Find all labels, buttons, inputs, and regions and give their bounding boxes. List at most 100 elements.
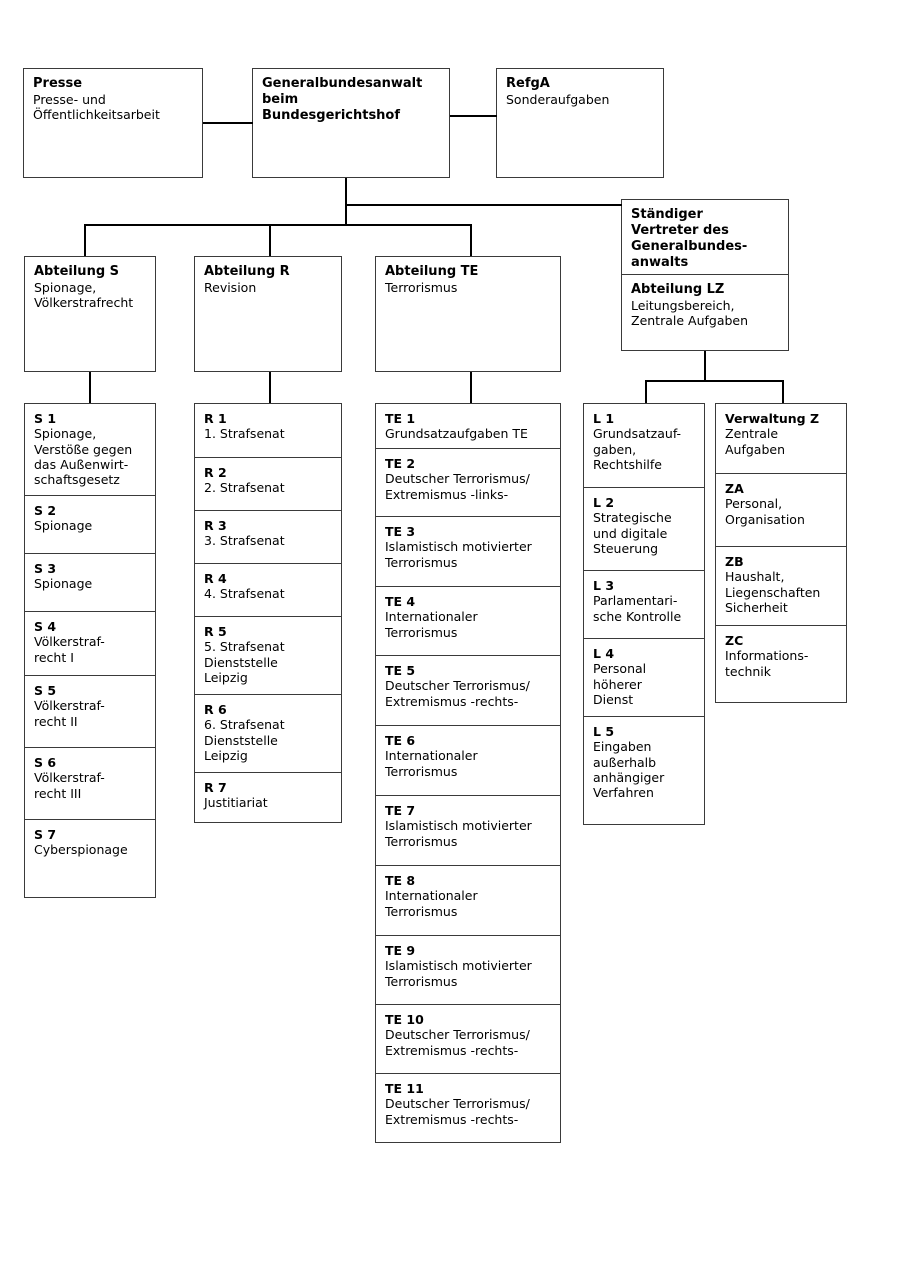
connector-drop-l-column — [645, 380, 647, 403]
node-abteilung-lz-code: Abteilung LZ — [631, 282, 725, 297]
node-abteilung-s[interactable]: Abteilung S Spionage, Völkerstrafrecht — [24, 256, 156, 372]
node-te-5-code: TE 5 — [385, 663, 416, 678]
node-z-3-code: ZB — [725, 554, 744, 569]
node-te-7-desc: Islamistisch motivierter Terrorismus — [385, 818, 532, 849]
node-r-7-code: R 7 — [204, 780, 227, 795]
node-te-1-code: TE 1 — [385, 411, 416, 426]
connector-drop-abteilung-te — [470, 224, 472, 256]
node-z-4-code: ZC — [725, 633, 744, 648]
node-s-1-code: S 1 — [34, 411, 57, 426]
node-te-1-desc: Grundsatzaufgaben TE — [385, 426, 528, 442]
node-s-4-desc: Völkerstraf- recht I — [34, 634, 105, 665]
node-r-6-desc: 6. Strafsenat Dienststelle Leipzig — [204, 717, 285, 763]
node-r-2-code: R 2 — [204, 465, 227, 480]
node-abteilung-r[interactable]: Abteilung R Revision — [194, 256, 342, 372]
node-te-2-desc: Deutscher Terrorismus/ Extremismus -link… — [385, 471, 530, 502]
node-l-1-code: L 1 — [593, 411, 615, 426]
node-generalbundesanwalt[interactable]: Generalbundesanwalt beim Bundesgerichtsh… — [252, 68, 450, 178]
node-refga-code: RefgA — [506, 76, 550, 91]
node-presse-code: Presse — [33, 76, 83, 91]
node-r-2-desc: 2. Strafsenat — [204, 480, 285, 496]
node-abteilung-te[interactable]: Abteilung TE Terrorismus — [375, 256, 561, 372]
node-l-5-code: L 5 — [593, 724, 615, 739]
node-l-2-desc: Strategische und digitale Steuerung — [593, 510, 672, 556]
connector-drop-z-column — [782, 380, 784, 403]
node-s-1-desc: Spionage, Verstöße gegen das Außenwirt- … — [34, 426, 133, 487]
node-staendiger-vertreter[interactable]: Ständiger Vertreter des Generalbundes- a… — [621, 199, 789, 275]
node-r-1-code: R 1 — [204, 411, 227, 426]
node-l-5-desc: Eingaben außerhalb anhängiger Verfahren — [593, 739, 665, 800]
node-l-4-code: L 4 — [593, 646, 615, 661]
connector-drop-abteilung-r — [269, 224, 271, 256]
node-abteilung-te-desc: Terrorismus — [385, 279, 458, 295]
node-te-3-desc: Islamistisch motivierter Terrorismus — [385, 539, 532, 570]
node-te-11-code: TE 11 — [385, 1081, 424, 1096]
node-s-5-desc: Völkerstraf- recht II — [34, 698, 105, 729]
node-s-2-code: S 2 — [34, 503, 57, 518]
node-s-3-code: S 3 — [34, 561, 57, 576]
node-r-7-desc: Justitiariat — [204, 795, 268, 811]
node-te-6-desc: Internationaler Terrorismus — [385, 748, 478, 779]
node-s-6-code: S 6 — [34, 755, 57, 770]
connector-presse-to-gba — [203, 122, 253, 124]
node-te-4-code: TE 4 — [385, 594, 416, 609]
node-r-1-desc: 1. Strafsenat — [204, 426, 285, 442]
node-te-4-desc: Internationaler Terrorismus — [385, 609, 478, 640]
node-te-2-code: TE 2 — [385, 456, 416, 471]
connector-department-bus — [84, 224, 472, 226]
node-staendiger-vertreter-code: Ständiger Vertreter des Generalbundes- a… — [631, 207, 748, 270]
node-te-7-code: TE 7 — [385, 803, 416, 818]
connector-lz-bus — [645, 380, 784, 382]
node-z-3-desc: Haushalt, Liegenschaften Sicherheit — [725, 569, 821, 615]
node-l-1-desc: Grundsatzauf- gaben, Rechtshilfe — [593, 426, 682, 472]
node-z-1-code: Verwaltung Z — [725, 411, 820, 426]
node-refga[interactable]: RefgA Sonderaufgaben — [496, 68, 664, 178]
connector-drop-abteilung-s — [84, 224, 86, 256]
node-te-8-desc: Internationaler Terrorismus — [385, 888, 478, 919]
connector-abteilung-r-to-units — [269, 372, 271, 403]
connector-gba-to-refga — [450, 115, 497, 117]
node-r-3-desc: 3. Strafsenat — [204, 533, 285, 549]
node-presse[interactable]: Presse Presse- und Öffentlichkeitsarbeit — [23, 68, 203, 178]
node-z-4-desc: Informations- technik — [725, 648, 809, 679]
node-s-5-code: S 5 — [34, 683, 57, 698]
node-s-3-desc: Spionage — [34, 576, 93, 592]
node-abteilung-lz[interactable]: Abteilung LZ Leitungsbereich, Zentrale A… — [621, 275, 789, 351]
node-r-6-code: R 6 — [204, 702, 227, 717]
